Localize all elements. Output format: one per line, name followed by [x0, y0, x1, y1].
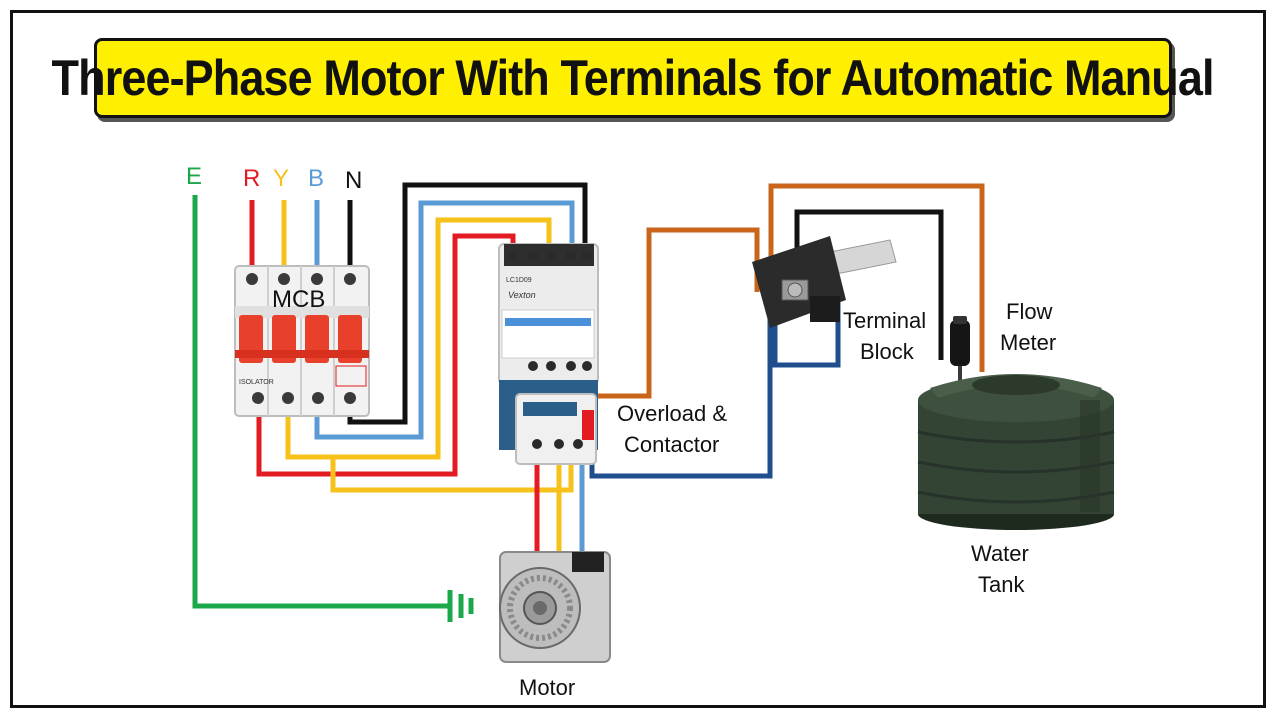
phase-label-r: R: [243, 165, 260, 192]
red-to-contactor-wire: [256, 233, 516, 477]
blue-to-contactor-wire: [314, 200, 575, 440]
earth-wire: [192, 195, 448, 609]
overload-label-line1: Overload &: [617, 401, 727, 426]
yellow-to-contactor-wire: [285, 217, 552, 460]
flow-meter-label-line1: Flow: [1006, 299, 1053, 324]
overload-relay: [515, 393, 597, 465]
contactor-model-text: LC1D09: [506, 277, 532, 284]
orange-to-terminal-wire: [581, 227, 760, 399]
motor-label: Motor: [519, 675, 575, 700]
contactor-brand-text: Vexton: [508, 290, 536, 300]
phase-label-y: Y: [273, 165, 289, 192]
yellow-return-wire: [330, 457, 574, 493]
water-tank-label-line1: Water: [971, 541, 1029, 566]
navy-loop-wire: [772, 300, 841, 368]
terminal-block-label-line1: Terminal: [843, 308, 926, 333]
phase-label-b: B: [308, 165, 324, 192]
mcb-device: [234, 265, 370, 417]
diagram-frame: [10, 10, 1266, 708]
terminal-block-label-line2: Block: [860, 339, 915, 364]
water-tank-device: [917, 374, 1115, 530]
overload-label-line2: Contactor: [624, 432, 719, 457]
ground-symbol: [447, 590, 474, 622]
mcb-label: MCB: [272, 286, 325, 313]
isolator-text: ISOLATOR: [239, 379, 274, 386]
neutral-to-contactor-wire: [347, 182, 588, 425]
terminal-block-device: [752, 236, 897, 328]
phase-label-n: N: [345, 167, 362, 194]
water-tank-label-line2: Tank: [978, 572, 1025, 597]
motor-device: [499, 551, 611, 663]
page-title: Three-Phase Motor With Terminals for Aut…: [51, 50, 1215, 106]
title-banner: Three-Phase Motor With Terminals for Aut…: [52, 38, 1215, 118]
phase-label-e: E: [186, 163, 202, 190]
black-to-flowmeter-wire: [794, 209, 944, 360]
orange-to-flowmeter-wire: [768, 183, 985, 372]
flow-meter-label-line2: Meter: [1000, 330, 1056, 355]
